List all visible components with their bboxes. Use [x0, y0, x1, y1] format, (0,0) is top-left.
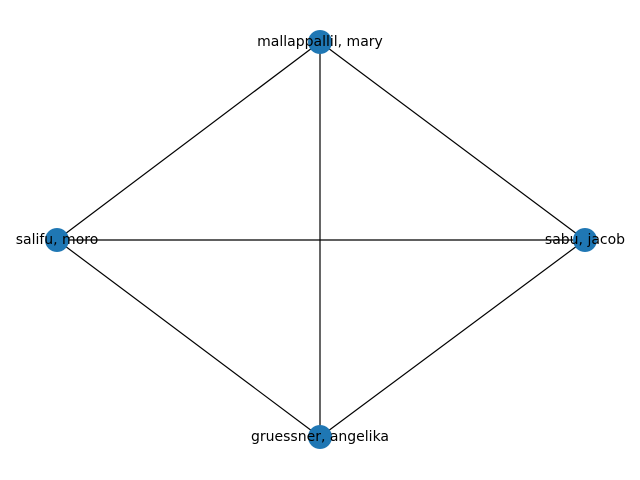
node-label-jacob: sabu, jacob — [545, 232, 625, 248]
node-label-moro: salifu, moro — [16, 232, 99, 248]
node-label-mary: mallappallil, mary — [257, 34, 383, 50]
node-label-angelika: gruessner, angelika — [251, 429, 389, 445]
node-moro — [45, 228, 69, 252]
edge-mary-moro — [56, 41, 321, 241]
edge-layer — [56, 41, 586, 438]
edge-mary-jacob — [319, 41, 586, 241]
label-layer: mallappallil, mary sabu, jacob gruessner, … — [16, 34, 625, 445]
node-angelika — [308, 425, 332, 449]
node-jacob — [573, 228, 597, 252]
edge-moro-angelika — [56, 239, 321, 438]
node-layer — [45, 30, 597, 449]
edge-jacob-angelika — [319, 239, 586, 438]
node-mary — [308, 30, 332, 54]
